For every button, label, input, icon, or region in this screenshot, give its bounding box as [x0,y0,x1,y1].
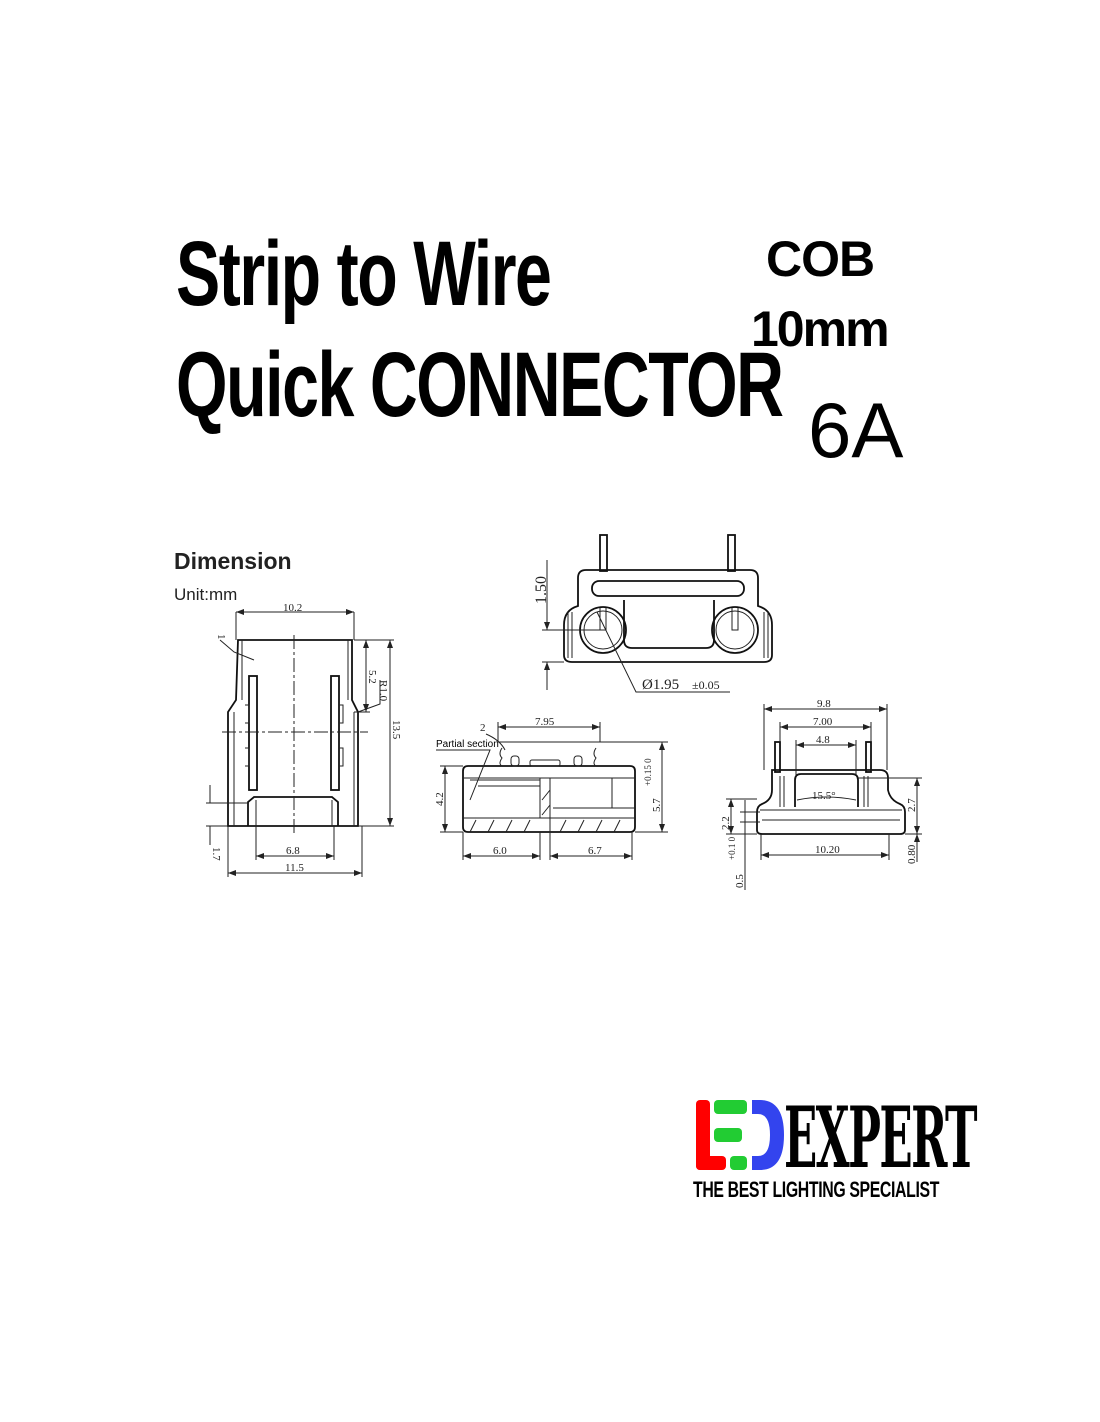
part-number-2: 2 [480,722,486,734]
dim-front-hole: Ø1.95 [642,677,679,693]
dim-section-left: 6.0 [493,845,507,857]
dim-top-radius: R1.0 [377,680,389,702]
dim-top-width: 10.2 [283,602,302,614]
end-view-drawing: 9.8 7.00 4.8 15.5° 10.20 2.7 0.80 2.2 0.… [720,698,922,890]
top-view-drawing: 10.2 13.5 5.2 R1.0 6.8 11.5 1.7 1 [206,602,402,877]
dimension-heading: Dimension [174,548,292,574]
part-number-1: 1 [215,634,227,640]
brand-name: EXPERT [784,1088,978,1187]
dim-end-inner: 4.8 [816,734,830,746]
dim-end-base: 10.20 [815,844,840,856]
dim-top-upper: 5.2 [366,670,378,684]
dim-end-height: 2.7 [906,798,918,812]
dim-end-lip: 0.5 [734,874,746,888]
dim-front-height: 1.50 [533,576,550,604]
dim-end-angle: 15.5° [812,790,836,802]
dim-front-tolerance: ±0.05 [692,678,720,692]
brand-logo-mark [696,1100,784,1170]
dim-end-pins: 7.00 [813,716,833,728]
dim-top-overall: 11.5 [285,862,304,874]
spec-type: COB [766,231,875,287]
brand-tagline: THE BEST LIGHTING SPECIALIST [693,1177,940,1202]
dim-top-height: 13.5 [390,720,402,740]
dim-section-right: 6.7 [588,845,602,857]
spec-current: 6A [808,386,904,474]
partial-section-label: Partial section [436,739,499,750]
dim-top-inner-bottom: 6.8 [286,845,300,857]
dim-top-offset: 1.7 [210,847,222,861]
dim-section-total: 5.7 [651,798,663,812]
dim-end-outer: 9.8 [817,698,831,710]
dim-section-height: 4.2 [434,792,446,806]
dim-end-bottom: 0.80 [906,844,918,864]
unit-label: Unit:mm [174,585,238,604]
dim-end-lip-tol: +0.1 0 [727,836,737,860]
dim-section-top: 7.95 [535,716,555,728]
spec-width: 10mm [751,301,890,357]
title-line-2: Quick CONNECTOR [176,334,784,436]
dim-end-side: 2.2 [720,816,732,830]
dim-section-tol: +0.15 0 [643,758,653,786]
section-view-drawing: 7.95 4.2 5.7 +0.15 0 6.0 6.7 2 Partial s… [434,716,668,860]
title-line-1: Strip to Wire [176,223,552,325]
front-view-drawing: 1.50 Ø1.95 ±0.05 [533,534,773,693]
